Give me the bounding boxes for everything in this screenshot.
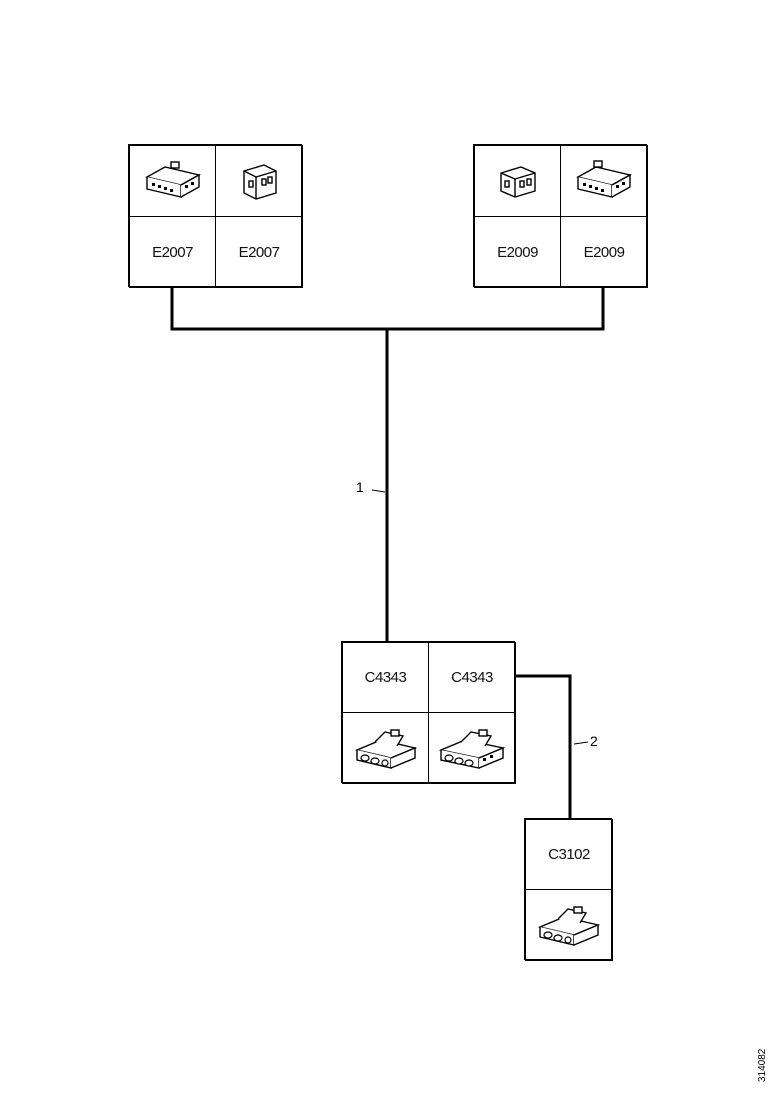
- connector-group-e2009: E2009 E2009: [473, 144, 648, 288]
- connector-code-label: C3102: [548, 846, 590, 863]
- connector-image-cell: [215, 145, 303, 217]
- connector-code-cell: C4343: [428, 642, 516, 713]
- connector-image-cell: [129, 145, 216, 217]
- leader-line-1: [371, 489, 386, 493]
- callout-1-label: 1: [356, 479, 364, 495]
- connector-code-cell: C3102: [525, 819, 613, 890]
- document-number: 314082: [757, 1048, 768, 1082]
- plug-connector-icon: [537, 906, 601, 946]
- leader-line-2: [573, 741, 589, 745]
- connector-code-label: C4343: [451, 669, 493, 686]
- callout-2-label: 2: [590, 733, 598, 749]
- harness-wire-2: [513, 674, 572, 818]
- connector-image-cell: [474, 145, 561, 217]
- connector-image-cell: [525, 889, 613, 961]
- connector-code-label: C4343: [364, 669, 407, 686]
- socket-connector-icon: [499, 166, 536, 198]
- connector-image-cell: [560, 145, 648, 217]
- connector-group-e2007: E2007 E2007: [128, 144, 303, 288]
- connector-group-c3102: C3102: [524, 818, 613, 961]
- connector-code-cell: E2009: [474, 216, 561, 288]
- connector-code-cell: E2009: [560, 216, 648, 288]
- connector-image-cell: [342, 712, 429, 784]
- connector-code-cell: E2007: [129, 216, 216, 288]
- branch-wire-left: [170, 287, 387, 331]
- socket-connector-icon: [243, 164, 277, 200]
- connector-code-label: E2007: [238, 243, 280, 261]
- multi-pin-connector-icon: [144, 161, 201, 198]
- connector-group-c4343: C4343 C4343: [341, 641, 516, 784]
- connector-code-cell: C4343: [342, 642, 429, 713]
- connector-code-label: E2007: [152, 243, 193, 261]
- plug-connector-icon: [354, 729, 417, 769]
- connector-image-cell: [428, 712, 516, 784]
- connector-code-cell: E2007: [215, 216, 303, 288]
- plug-connector-icon: [438, 729, 506, 769]
- branch-wire-right: [387, 287, 605, 331]
- connector-code-label: E2009: [583, 243, 625, 261]
- multi-pin-connector-icon: [576, 160, 632, 198]
- connector-code-label: E2009: [497, 243, 538, 261]
